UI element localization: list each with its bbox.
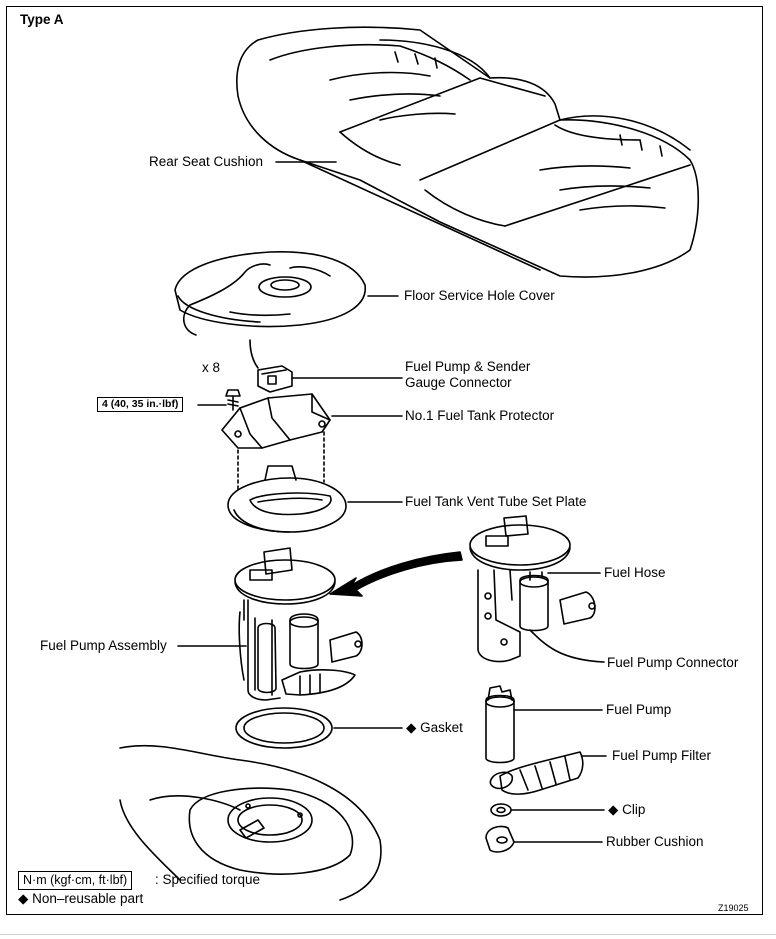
vent-tube-set-plate-drawing — [227, 465, 403, 533]
bolt-drawing — [197, 389, 241, 411]
label-torque-value: 4 (40, 35 in.·lbf) — [97, 397, 184, 412]
label-fuel-hose: Fuel Hose — [604, 565, 666, 580]
label-rear-seat-cushion: Rear Seat Cushion — [149, 154, 264, 169]
label-rubber-cushion: Rubber Cushion — [606, 834, 704, 849]
label-fuel-pump-connector: Fuel Pump Connector — [607, 655, 739, 670]
label-connector-line1: Fuel Pump & Sender — [405, 359, 531, 374]
label-fuel-tank-protector: No.1 Fuel Tank Protector — [405, 408, 555, 423]
figure-type-label: Type A — [20, 12, 64, 27]
label-fuel-pump-assembly: Fuel Pump Assembly — [40, 638, 167, 653]
clip-drawing — [490, 803, 605, 817]
label-bolt-count: x 8 — [202, 360, 221, 375]
label-fuel-pump: Fuel Pump — [606, 702, 672, 717]
fuel-pump-assembly-drawing — [177, 547, 363, 701]
label-fuel-pump-filter: Fuel Pump Filter — [612, 748, 712, 763]
diagram-frame — [6, 6, 763, 915]
legend-non-reusable: ◆ Non–reusable part — [18, 891, 144, 906]
rubber-cushion-drawing — [485, 825, 603, 853]
direction-arrow — [329, 551, 463, 597]
figure-code: Z19025 — [718, 903, 749, 913]
connector-drawing — [257, 365, 403, 393]
label-floor-service-hole-cover: Floor Service Hole Cover — [404, 288, 555, 303]
label-gasket: ◆ Gasket — [406, 720, 463, 735]
label-vent-tube-set-plate: Fuel Tank Vent Tube Set Plate — [405, 494, 587, 509]
fuel-pump-drawing — [485, 685, 603, 764]
legend-torque-unit: N·m (kgf·cm, ft·lbf) — [18, 871, 133, 890]
rear-seat-cushion-drawing — [236, 26, 700, 278]
floor-service-hole-cover-drawing — [174, 250, 399, 369]
fuel-pump-assembly-detail-drawing — [469, 515, 605, 663]
legend-torque-desc: : Specified torque — [155, 872, 261, 887]
fuel-tank-protector-drawing — [221, 393, 403, 493]
fuel-tank-floor-drawing — [119, 744, 382, 901]
fuel-pump-filter-drawing — [489, 751, 607, 795]
divider — [0, 934, 776, 935]
label-connector-line2: Gauge Connector — [405, 375, 512, 390]
gasket-drawing — [235, 707, 403, 749]
label-clip: ◆ Clip — [608, 802, 646, 817]
